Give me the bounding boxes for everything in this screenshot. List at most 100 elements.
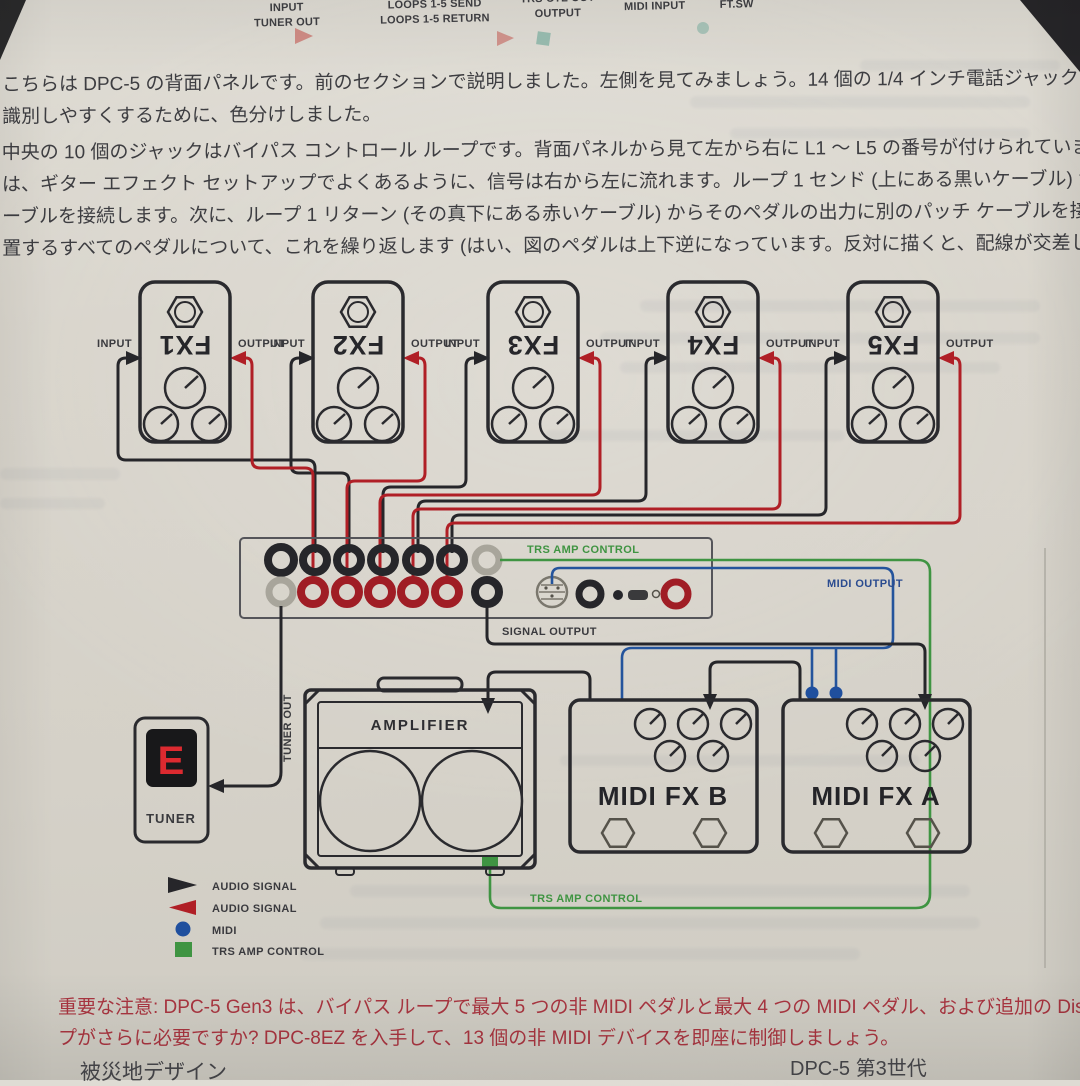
note-line: プがさらに必要ですか? DPC-8EZ を入手して、13 個の非 MIDI デバ… (58, 1028, 900, 1049)
bleed-through-texture (300, 948, 860, 960)
pedal-fx5: FX5 INPUT OUTPUT (805, 280, 994, 444)
pedal-output-label: OUTPUT (586, 338, 634, 350)
loop-send-cables (116, 351, 850, 553)
signal-output-jack (471, 576, 503, 608)
footer-right: DPC-5 第3世代 (790, 1058, 927, 1080)
power-switch (628, 590, 648, 600)
ftsw-dot (613, 590, 623, 600)
bleed-through-texture (320, 917, 980, 929)
signal-output-cables (481, 605, 932, 714)
knob-icon (845, 707, 965, 773)
loop-send-jack (436, 544, 468, 576)
midi-cable: MIDI OUTPUT (550, 566, 903, 700)
signal-output-label: SIGNAL OUTPUT (502, 626, 597, 638)
footer-left: 被災地デザイン (80, 1061, 227, 1084)
loop-return-jack (431, 576, 463, 608)
pedal-input-label: INPUT (805, 338, 840, 350)
pedal-input-label: INPUT (625, 338, 660, 350)
bleed-through-texture (0, 498, 105, 509)
bleed-through-texture (690, 96, 1030, 108)
pedal-label: FX1 (159, 330, 212, 360)
loop-send-jack (367, 544, 399, 576)
pedal-output-label: OUTPUT (766, 338, 814, 350)
amplifier-label: AMPLIFIER (371, 717, 470, 734)
midi-output-label: MIDI OUTPUT (827, 578, 903, 590)
pedal-output-label: OUTPUT (411, 338, 459, 350)
loop-return-jack (364, 576, 396, 608)
footswitch-hex-icon (166, 296, 204, 328)
midi-in-jack (575, 579, 605, 609)
midi-fx-a-pedal: MIDI FX A (781, 698, 972, 854)
knob-icon (670, 366, 756, 443)
pedal-fx3: FX3 INPUT OUTPUT (445, 280, 634, 444)
speaker-icon (318, 749, 422, 853)
pedal-input-label: INPUT (445, 338, 480, 350)
power-inlet (660, 578, 692, 610)
tuner-cable: TUNER OUT (208, 606, 294, 793)
legend-label: TRS AMP CONTROL (212, 946, 324, 958)
pedal-fx2: FX2 INPUT OUTPUT (270, 280, 459, 444)
bleed-through-texture (640, 300, 1040, 312)
legend-label: MIDI (212, 925, 237, 937)
tuner-out-label: TUNER OUT (282, 694, 294, 762)
knob-icon (490, 366, 576, 443)
bleed-through-texture (0, 468, 120, 480)
diagram-legend: AUDIO SIGNAL AUDIO SIGNAL MIDI TRS AMP C… (168, 877, 324, 958)
trs-amp-control-top-label: TRS AMP CONTROL (527, 544, 639, 556)
footswitch-hex-icon (813, 817, 941, 849)
bleed-through-texture (860, 60, 1060, 71)
loop-return-jack (297, 576, 329, 608)
tuner-out-jack (265, 576, 297, 608)
pedal-input-label: INPUT (97, 338, 132, 350)
tuner-pedal: E TUNER (133, 716, 210, 844)
loop-return-jack (331, 576, 363, 608)
bleed-through-texture (560, 755, 920, 766)
footswitch-hex-icon (874, 296, 912, 328)
loop-return-jack (397, 576, 429, 608)
bleed-through-texture (730, 128, 1030, 139)
loop-return-cables (230, 351, 962, 582)
midi-fx-b-label: MIDI FX B (598, 781, 728, 811)
red-arrow-left-icon (169, 900, 196, 915)
footswitch-hex-icon (514, 296, 552, 328)
midi-fx-a-label: MIDI FX A (811, 781, 940, 811)
green-square-icon (175, 942, 192, 957)
bleed-through-texture (620, 362, 1000, 373)
tuner-label: TUNER (146, 811, 196, 826)
important-note: 重要な注意: DPC-5 Gen3 は、バイパス ループで最大 5 つの非 MI… (58, 992, 1080, 1054)
pedal-output-label: OUTPUT (238, 338, 286, 350)
note-line: 重要な注意: DPC-5 Gen3 は、バイパス ループで最大 5 つの非 MI… (58, 997, 1080, 1018)
footswitch-hex-icon (694, 296, 732, 328)
loop-send-jack (402, 544, 434, 576)
bleed-through-texture (350, 885, 970, 897)
bleed-through-texture (600, 332, 1040, 344)
knob-icon (850, 366, 936, 443)
trs-plug-green-square (482, 855, 498, 869)
dpc5-rear-panel: TRS AMP CONTROL SIGNAL OUTPUT (239, 537, 713, 638)
knob-icon (315, 366, 401, 443)
input-jack (264, 543, 298, 577)
bleed-through-texture (545, 430, 845, 441)
black-arrow-right-icon (168, 877, 197, 893)
legend-label: AUDIO SIGNAL (212, 903, 297, 915)
pedal-fx4: FX4 INPUT OUTPUT (625, 280, 814, 444)
page-edge-line (1044, 548, 1046, 968)
pedal-label: FX3 (507, 330, 560, 360)
loop-send-jack (299, 544, 331, 576)
legend-label: AUDIO SIGNAL (212, 881, 297, 893)
led-dot (651, 589, 661, 599)
pedal-input-label: INPUT (270, 338, 305, 350)
tuner-note-display: E (158, 739, 185, 783)
trs-amp-control-cable: TRS AMP CONTROL (482, 558, 932, 910)
pedal-label: FX4 (687, 330, 740, 360)
footswitch-hex-icon (339, 296, 377, 328)
footswitch-hex-icon (600, 817, 728, 849)
loop-send-jack (333, 544, 365, 576)
trs-amp-control-bottom-label: TRS AMP CONTROL (530, 893, 642, 905)
knob-icon (142, 366, 228, 443)
tuner-display (146, 729, 197, 787)
bleed-marks (295, 22, 709, 46)
pedal-output-label: OUTPUT (946, 338, 994, 350)
